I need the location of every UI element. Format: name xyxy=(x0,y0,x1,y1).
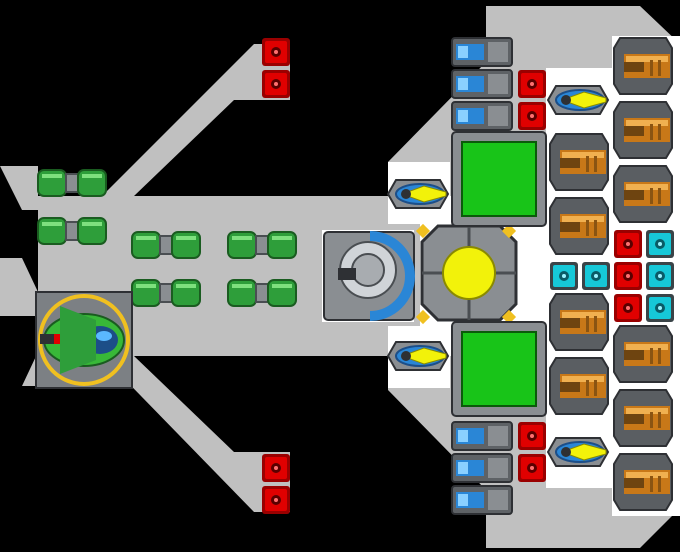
battery-icon[interactable] xyxy=(451,421,513,451)
battery-icon[interactable] xyxy=(451,37,513,67)
laser-turret-icon[interactable] xyxy=(547,85,609,115)
thruster-icon[interactable] xyxy=(613,101,673,159)
laser-turret-icon[interactable] xyxy=(387,341,449,371)
red-block-icon[interactable] xyxy=(262,70,290,98)
thruster-icon[interactable] xyxy=(549,197,609,255)
gyroscope-icon[interactable] xyxy=(323,231,415,321)
red-block-icon[interactable] xyxy=(262,486,290,514)
red-block-icon[interactable] xyxy=(614,294,642,322)
thruster-icon[interactable] xyxy=(549,133,609,191)
cyan-block-icon[interactable] xyxy=(550,262,578,290)
thruster-icon[interactable] xyxy=(549,357,609,415)
reactor-core-icon[interactable] xyxy=(415,223,518,325)
battery-icon[interactable] xyxy=(451,453,513,483)
laser-turret-icon[interactable] xyxy=(387,179,449,209)
red-block-icon[interactable] xyxy=(262,454,290,482)
cyan-block-icon[interactable] xyxy=(582,262,610,290)
red-block-icon[interactable] xyxy=(518,102,546,130)
thruster-icon[interactable] xyxy=(613,165,673,223)
battery-icon[interactable] xyxy=(451,101,513,131)
thruster-icon[interactable] xyxy=(549,293,609,351)
fuel-tank-icon[interactable] xyxy=(37,217,107,245)
thruster-icon[interactable] xyxy=(613,37,673,95)
laser-turret-icon[interactable] xyxy=(547,437,609,467)
battery-icon[interactable] xyxy=(451,485,513,515)
thruster-icon[interactable] xyxy=(613,453,673,511)
fuel-tank-icon[interactable] xyxy=(227,279,297,307)
fuel-tank-icon[interactable] xyxy=(131,231,201,259)
fuel-tank-icon[interactable] xyxy=(227,231,297,259)
red-block-icon[interactable] xyxy=(614,230,642,258)
cyan-block-icon[interactable] xyxy=(646,230,674,258)
cockpit-icon[interactable] xyxy=(35,291,133,389)
landing-pad-icon[interactable] xyxy=(451,131,547,227)
battery-icon[interactable] xyxy=(451,69,513,99)
thruster-icon[interactable] xyxy=(613,389,673,447)
thruster-icon[interactable] xyxy=(613,325,673,383)
fuel-tank-icon[interactable] xyxy=(131,279,201,307)
red-block-icon[interactable] xyxy=(518,70,546,98)
red-block-icon[interactable] xyxy=(518,454,546,482)
red-block-icon[interactable] xyxy=(614,262,642,290)
cyan-block-icon[interactable] xyxy=(646,262,674,290)
red-block-icon[interactable] xyxy=(518,422,546,450)
red-block-icon[interactable] xyxy=(262,38,290,66)
landing-pad-icon[interactable] xyxy=(451,321,547,417)
cyan-block-icon[interactable] xyxy=(646,294,674,322)
fuel-tank-icon[interactable] xyxy=(37,169,107,197)
